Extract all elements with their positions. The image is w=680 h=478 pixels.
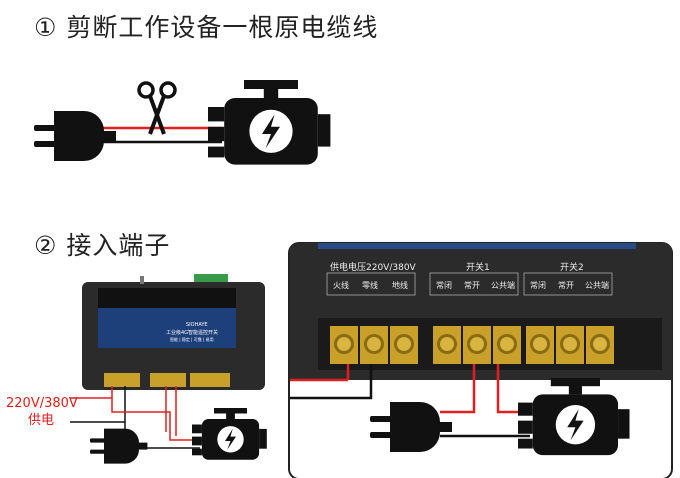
terminal-label-ground: 地线 (392, 280, 408, 290)
power-group-label: 供电电压220V/380V (330, 261, 417, 273)
supply-label: 供电 (28, 413, 54, 428)
step2-title: ② 接入端子 (34, 231, 171, 260)
small-slogan: 智能 | 稳定 | 可靠 | 易用 (170, 336, 214, 342)
switch2-no-label: 常开 (558, 281, 574, 290)
small-product: 工业级4G智能遥控开关 (166, 329, 218, 336)
plug-icon (90, 428, 148, 464)
small-brand: SIOHAYE (186, 322, 208, 328)
switch2-com-label: 公共端 (585, 280, 609, 290)
motor-icon (208, 80, 331, 165)
switch1-group-label: 开关1 (466, 261, 490, 273)
switch1-nc-label: 常闭 (436, 281, 452, 290)
step1-title: ① 剪断工作设备一根原电缆线 (34, 13, 379, 42)
switch2-nc-label: 常闭 (530, 281, 546, 290)
terminal-label-neutral: 零线 (362, 280, 378, 290)
motor-icon (192, 408, 267, 460)
supply-voltage-label: 220V/380V (6, 396, 78, 411)
switch1-no-label: 常开 (464, 281, 480, 290)
plug-icon (34, 111, 116, 161)
switch2-group-label: 开关2 (560, 261, 584, 273)
switch1-com-label: 公共端 (491, 280, 515, 290)
device-small: SIOHAYE 工业级4G智能遥控开关 智能 | 稳定 | 可靠 | 易用 (82, 274, 265, 390)
terminal-label-live: 火线 (333, 280, 349, 290)
scissors-icon (137, 81, 177, 135)
